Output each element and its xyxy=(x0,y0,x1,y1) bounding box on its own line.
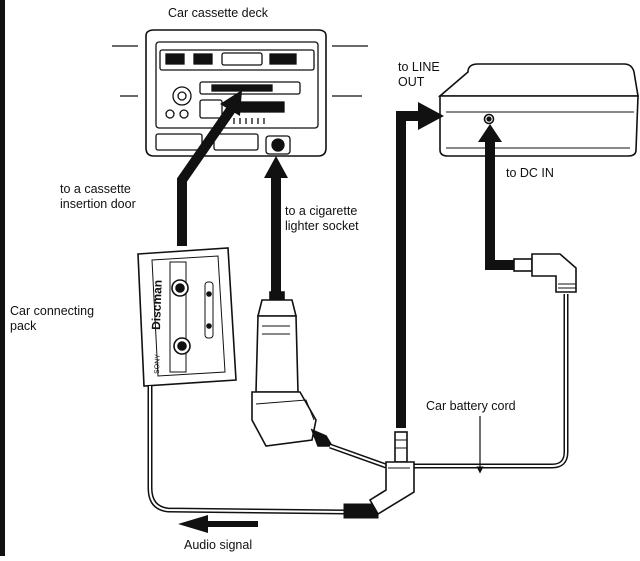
cd-player xyxy=(437,63,639,157)
mini-jack-plug xyxy=(368,431,415,516)
car-cassette-deck-label: Car cassette deck xyxy=(168,6,269,20)
to-cassette-door-label: to a cassette insertion door xyxy=(60,182,136,211)
audio-signal-arrow xyxy=(178,515,258,533)
car-connecting-pack: Discman SONY xyxy=(137,247,237,387)
dc-in-arrow-head xyxy=(478,124,502,142)
cassette-arrow-head xyxy=(220,90,242,116)
jack-to-line-out-arrow xyxy=(396,111,422,428)
car-cassette-deck xyxy=(112,29,368,157)
to-line-out-label: to LINE OUT xyxy=(398,60,440,89)
car-battery-cord-label: Car battery cord xyxy=(426,399,516,413)
line-out-arrow-head xyxy=(418,102,444,130)
dc-plug xyxy=(513,253,577,293)
audio-signal-label: Audio signal xyxy=(184,538,253,552)
to-cigarette-socket-label: to a cigarette lighter socket xyxy=(285,204,359,233)
cassette-to-deck-arrow xyxy=(177,105,237,246)
to-dc-in-label: to DC IN xyxy=(506,166,554,180)
cables xyxy=(147,294,569,519)
left-frame-bar xyxy=(0,0,5,556)
dc-plug-to-dc-in-arrow xyxy=(485,140,516,270)
adapter-maker-text: SONY xyxy=(154,354,162,374)
socket-arrow-head xyxy=(264,156,288,178)
cigarette-lighter-plug xyxy=(251,291,334,447)
adapter-brand-text: Discman xyxy=(149,280,165,330)
car-connecting-pack-label: Car connecting pack xyxy=(10,304,95,333)
